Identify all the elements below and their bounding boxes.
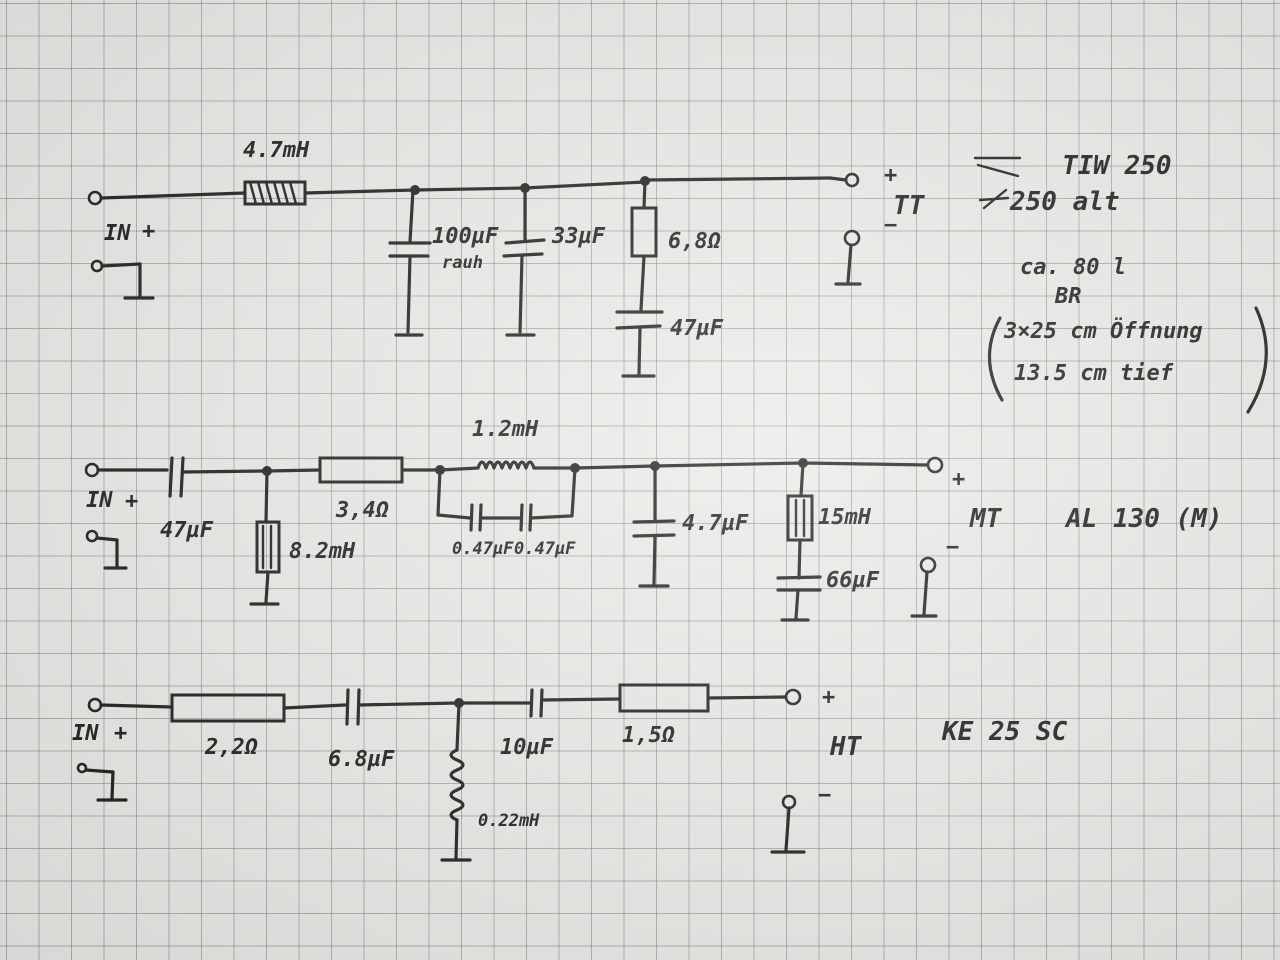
mt-section: 1.2mH 3,4Ω 47µF 8.2mH 0.47µF 0.47µF 4.7µ… xyxy=(84,417,1003,622)
ht-output-minus xyxy=(770,794,806,854)
tt-output-plus-terminal xyxy=(844,172,860,188)
mt-capacitor-c3-label: 0.47µF xyxy=(514,539,576,559)
ht-out-minus-label: − xyxy=(818,783,831,808)
mt-driver-tag: MT xyxy=(969,504,1003,534)
ht-in-label: IN xyxy=(72,721,99,746)
ht-input-minus xyxy=(76,762,128,802)
mt-inductor-l3-label: 15mH xyxy=(818,505,872,530)
mt-resistor-r1-label: 3,4Ω xyxy=(335,498,389,523)
ht-capacitor-c1-label: 6.8µF xyxy=(328,747,395,772)
mt-inductor-l2 xyxy=(476,460,536,470)
mt-inductor-l1-label: 8.2mH xyxy=(289,539,356,564)
volume-note: ca. 80 l xyxy=(1020,255,1126,280)
tt-out-plus-label: + xyxy=(884,163,897,188)
ht-section: 2,2Ω 6.8µF 10µF 1,5Ω 0.22mH IN + + HT − xyxy=(72,683,863,862)
tt-input-plus-terminal xyxy=(87,190,103,206)
tt-inductor-l1-label: 4.7mH xyxy=(243,138,310,163)
mt-capacitor-c4 xyxy=(632,464,676,588)
ht-resistor-r1-label: 2,2Ω xyxy=(204,735,258,760)
tt-capacitor-c2 xyxy=(502,186,546,337)
tt-capacitor-c3-label: 47µF xyxy=(670,316,724,341)
mt-output-plus-terminal xyxy=(926,456,944,474)
tt-rc-branch xyxy=(615,179,664,378)
mt-inductor-l1 xyxy=(249,469,281,606)
tt-model-old-note: 250 alt xyxy=(1009,187,1120,217)
tt-driver-tag: TT xyxy=(893,191,926,221)
right-parenthesis xyxy=(1246,306,1268,414)
tt-in-plus-symbol: + xyxy=(142,219,155,244)
left-parenthesis xyxy=(987,316,1004,402)
mt-capacitor-c4-label: 4.7µF xyxy=(682,511,749,536)
port-depth-note: 13.5 cm tief xyxy=(1014,361,1174,386)
ht-inductor-l1-label: 0.22mH xyxy=(478,811,540,831)
ht-resistor-r2-label: 1,5Ω xyxy=(622,723,675,748)
mt-out-minus-label: − xyxy=(946,535,959,560)
ht-driver-tag: HT xyxy=(829,732,863,762)
notes-block: TIW 250 250 alt ca. 80 l BR 3×25 cm Öffn… xyxy=(941,151,1268,747)
ht-resistor-r2 xyxy=(618,683,710,713)
tt-out-minus-label: − xyxy=(884,213,897,238)
mt-inductor-l2-label: 1.2mH xyxy=(472,417,539,442)
tt-output-minus xyxy=(834,229,862,286)
ht-in-plus-symbol: + xyxy=(114,721,127,746)
tt-capacitor-c2-label: 33µF xyxy=(551,224,606,249)
mt-output-minus xyxy=(910,556,938,618)
mt-input-plus-terminal xyxy=(84,462,100,478)
port-size-note: 3×25 cm Öffnung xyxy=(1003,318,1203,344)
ht-capacitor-c2-label: 10µF xyxy=(500,735,554,760)
ht-resistor-r1 xyxy=(170,693,286,723)
tt-input-minus xyxy=(90,259,155,300)
ht-model-note: KE 25 SC xyxy=(941,717,1068,747)
tt-capacitor-c1-note: rauh xyxy=(442,253,483,273)
mt-model-note: AL 130 (M) xyxy=(1064,504,1223,534)
mt-out-plus-label: + xyxy=(952,467,965,492)
mt-lc-branch xyxy=(776,461,822,622)
ht-out-plus-label: + xyxy=(822,685,835,710)
crossed-out-scribble xyxy=(973,156,1022,210)
mt-in-label: IN xyxy=(86,488,113,513)
tt-resistor-r1-label: 6,8Ω xyxy=(668,229,721,254)
mt-capacitor-c2-label: 0.47µF xyxy=(452,539,514,559)
tt-model-note: TIW 250 xyxy=(1062,151,1172,181)
tt-capacitor-c1 xyxy=(388,188,432,337)
enclosure-note: BR xyxy=(1054,284,1082,309)
mt-capacitor-c5-label: 66µF xyxy=(826,568,880,593)
tt-section: 4.7mH 100µF rauh 33µF 6,8Ω 47µF IN + + T… xyxy=(87,138,926,378)
mt-capacitor-c1-label: 47µF xyxy=(160,518,214,543)
tt-capacitor-c1-label: 100µF xyxy=(432,224,499,249)
ht-input-plus-terminal xyxy=(87,697,103,713)
mt-input-minus xyxy=(85,529,128,570)
mt-in-plus-symbol: + xyxy=(125,489,138,514)
ht-inductor-l1 xyxy=(440,701,472,862)
tt-in-label: IN xyxy=(104,221,131,246)
mt-resistor-r1 xyxy=(318,456,404,484)
ht-output-plus-terminal xyxy=(784,688,802,706)
